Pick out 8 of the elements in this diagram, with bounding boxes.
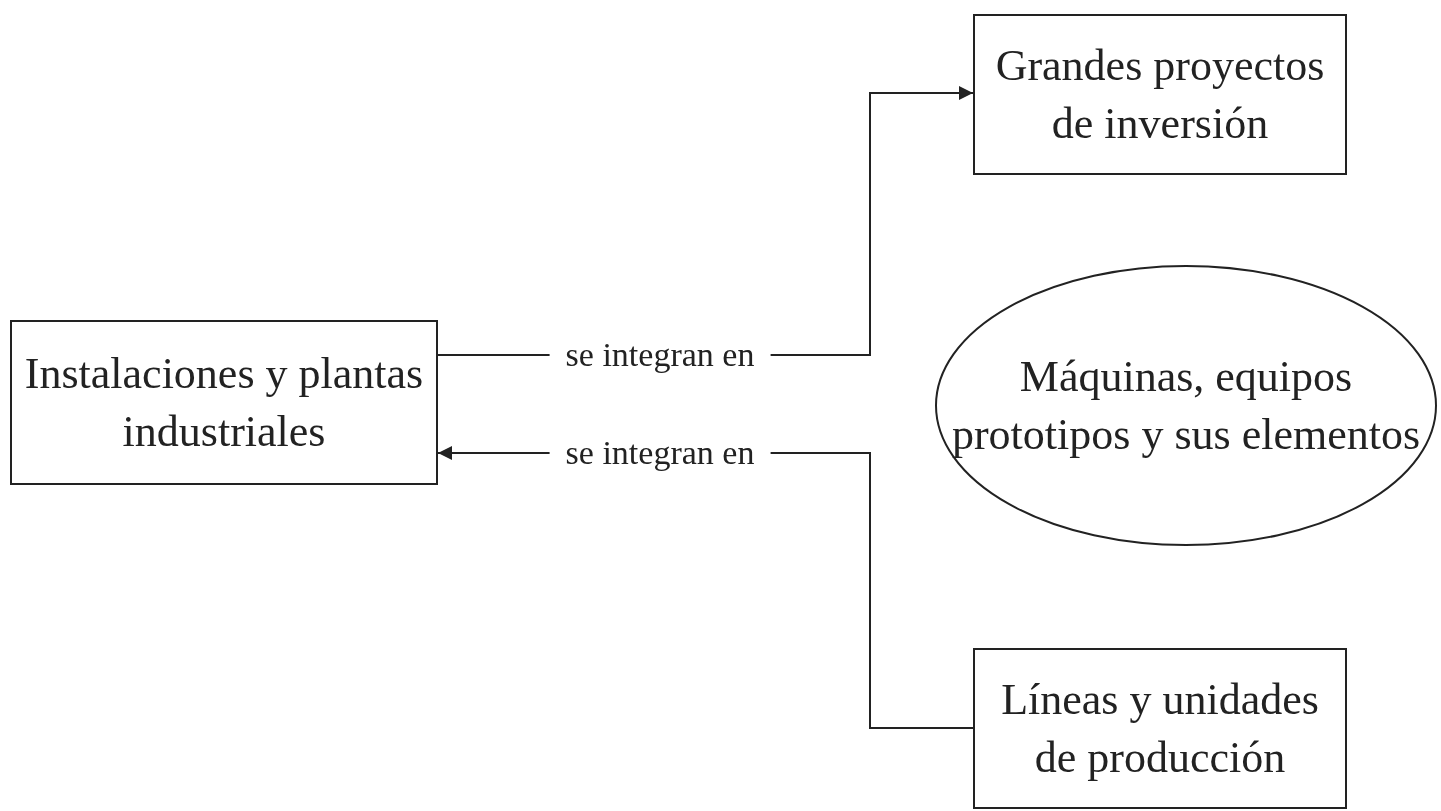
process-box: [973, 14, 1347, 175]
process-box: [10, 320, 438, 485]
node-text: Instalaciones y plantas industriales: [23, 348, 425, 458]
node-text: Grandes proyectos de inversión: [994, 40, 1326, 150]
ellipse-node: [935, 265, 1437, 546]
node-text: Líneas y unidades de producción: [1000, 674, 1320, 784]
node-text: Máquinas, equipos prototipos y sus elementos: [950, 351, 1422, 461]
process-box: [973, 648, 1347, 809]
